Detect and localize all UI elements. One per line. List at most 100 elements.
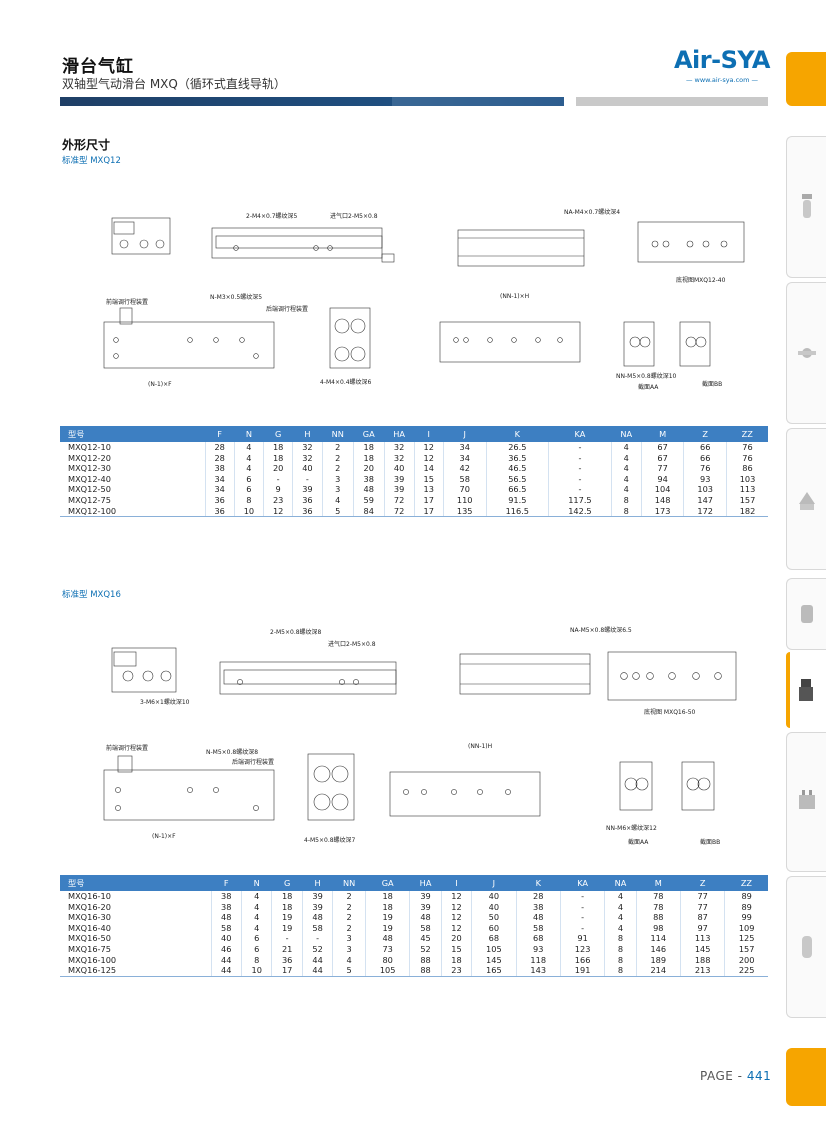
- table-cell: 38: [353, 473, 385, 485]
- cylinder-icon: [799, 679, 813, 701]
- table-cell: 70: [443, 484, 487, 495]
- header-bar: [576, 97, 768, 106]
- table-cell: 182: [726, 505, 768, 518]
- table-cell: 9: [263, 484, 294, 495]
- table-cell: 4: [611, 452, 642, 464]
- table-cell: 32: [384, 442, 415, 453]
- side-tab-top[interactable]: [786, 52, 826, 106]
- side-tab-bottom[interactable]: [786, 1048, 826, 1106]
- table-cell: 36: [205, 505, 235, 518]
- table-cell: 225: [724, 965, 768, 977]
- table-cell: 80: [365, 954, 411, 966]
- column-header: H: [302, 875, 333, 891]
- table-cell: 188: [680, 954, 726, 966]
- table-cell: 68: [516, 933, 561, 944]
- logo-text: Air-SYA: [673, 46, 771, 74]
- column-header: GA: [365, 875, 410, 891]
- mxq12-n-f-label: (N-1)×F: [148, 381, 172, 388]
- table-cell: 20: [353, 463, 385, 474]
- table-cell: 46.5: [486, 463, 550, 474]
- table-cell: 18: [353, 452, 385, 464]
- table-cell: 40: [471, 891, 517, 902]
- table-cell: 18: [271, 901, 303, 913]
- table-cell: 8: [604, 954, 637, 966]
- table-cell: 3: [332, 943, 366, 955]
- table-cell: 4: [241, 901, 273, 913]
- table-cell: 18: [365, 891, 411, 902]
- table-cell: 4: [234, 463, 265, 474]
- table-cell: 32: [292, 452, 323, 464]
- table-cell: -: [263, 473, 294, 485]
- side-nav-cylinder-active[interactable]: [786, 652, 826, 728]
- table-cell: 8: [604, 943, 637, 955]
- mxq16-rear-adjuster-label: 后端调行程装置: [232, 758, 274, 766]
- table-cell: 5: [322, 505, 354, 518]
- brand-logo: Air-SYA — www.air-sya.com —: [672, 46, 772, 84]
- table-cell: 12: [441, 891, 473, 902]
- table-cell: 23: [441, 965, 473, 977]
- table-cell: 58: [211, 922, 242, 934]
- column-header: F: [211, 875, 242, 891]
- mxq12-bottom-view-label: 底视图MXQ12-40: [676, 276, 726, 284]
- table-cell: MXQ16-100: [60, 954, 212, 966]
- table-cell: MXQ16-20: [60, 901, 212, 913]
- table-cell: MXQ12-10: [60, 442, 206, 453]
- table-cell: 200: [738, 954, 755, 965]
- mxq12-rear-adjuster-label: 后端调行程装置: [266, 305, 308, 313]
- table-cell: 103: [683, 484, 728, 495]
- table-cell: 40: [292, 463, 323, 474]
- table-cell: 104: [641, 484, 685, 495]
- table-cell: 36: [292, 505, 323, 518]
- table-cell: 38: [205, 463, 235, 474]
- table-cell: 44: [211, 965, 242, 977]
- table-cell: 118: [516, 954, 561, 966]
- table-cell: 142.5: [548, 505, 612, 518]
- mxq16-thread-nn-label: NN-M6×螺纹深12: [606, 824, 657, 832]
- side-nav-valve[interactable]: [786, 428, 826, 570]
- table-cell: 214: [636, 965, 681, 977]
- table-cell: 48: [409, 912, 442, 923]
- table-cell: 73: [365, 943, 411, 955]
- column-header: HA: [409, 875, 442, 891]
- table-cell: 68: [471, 933, 517, 944]
- column-header: K: [486, 426, 549, 442]
- table-cell: 17: [414, 494, 444, 506]
- mxq16-section-aa-label: 截面AA: [628, 838, 649, 846]
- side-nav-filter-regulator[interactable]: [786, 136, 826, 278]
- table-cell: MXQ12-20: [60, 452, 206, 464]
- table-cell: 88: [409, 965, 442, 977]
- table-cell: 21: [271, 943, 303, 955]
- table-cell: 32: [292, 442, 323, 453]
- table-cell: 34: [443, 442, 487, 453]
- table-cell: 48: [353, 484, 385, 495]
- table-cell: 18: [263, 452, 294, 464]
- side-nav-fitting[interactable]: [786, 282, 826, 424]
- table-cell: 44: [302, 954, 334, 966]
- table-cell: 40: [471, 901, 517, 913]
- column-header: G: [263, 426, 293, 442]
- table-cell: 91.5: [486, 494, 550, 506]
- table-cell: 84: [353, 505, 385, 518]
- table-cell: 4: [611, 442, 642, 453]
- filter-regulator-icon: [801, 194, 812, 218]
- table-cell: 19: [271, 922, 303, 934]
- table-cell: 147: [683, 494, 728, 506]
- mxq16-section-bb-label: 截面BB: [700, 838, 720, 846]
- table-cell: 103: [739, 473, 756, 484]
- column-header: KA: [548, 426, 612, 442]
- side-nav-air-preparation[interactable]: [786, 578, 826, 650]
- column-header: H: [292, 426, 323, 442]
- column-header: NN: [332, 875, 366, 891]
- table-cell: 4: [322, 494, 354, 506]
- table-cell: 135: [443, 505, 487, 518]
- table-cell: 87: [680, 912, 726, 923]
- column-header: GA: [353, 426, 385, 442]
- side-nav-silencer[interactable]: [786, 876, 826, 1018]
- side-nav-multi-valve[interactable]: [786, 732, 826, 872]
